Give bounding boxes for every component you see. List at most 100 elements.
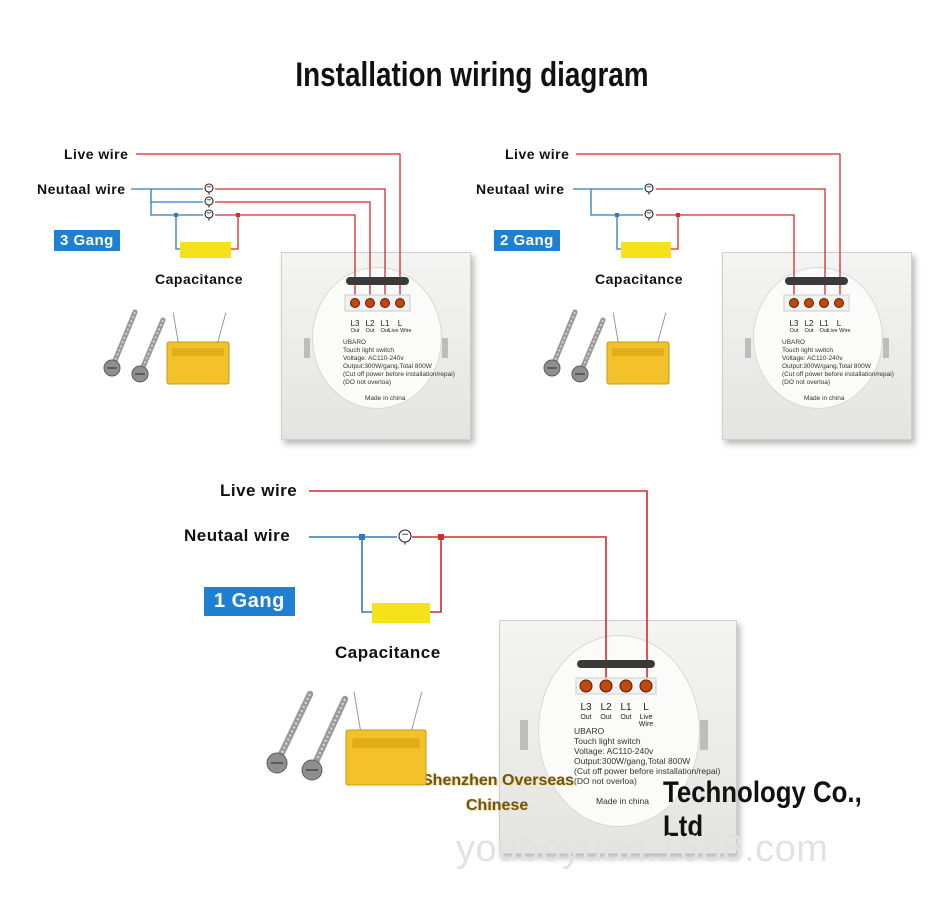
junction-neutral-3gang [174, 213, 178, 217]
switch-3gang-footer: Made in china [365, 395, 406, 403]
gang-badge-3: 3 Gang [54, 230, 120, 251]
screw-a-2gang-thread [551, 311, 576, 369]
switch-3gang-terminal-sub-2: Out [380, 328, 390, 334]
switch-2gang-spec-line-4: (DO not overloa) [782, 379, 831, 387]
switch-3gang-terminal-1 [365, 298, 375, 308]
capacitor-1gang [372, 603, 430, 623]
switch-3gang-spec-line-1: Voltage: AC110-240v [343, 355, 404, 363]
switch-1gang-terminal-3 [639, 679, 653, 693]
x2-capacitor-3gang-lead2 [217, 312, 227, 343]
bulb-2-2gang [644, 209, 654, 219]
switch-3gang-terminal-label-3: L [397, 319, 403, 328]
live-wire-label-3gang: Live wire [64, 146, 129, 162]
switch-2gang-terminal-2 [819, 298, 829, 308]
screw-b-3gang-thread [139, 319, 164, 375]
switch-3gang-terminal-sub-3: Live Wire [388, 328, 412, 334]
switch-1gang-terminal-sub-0: Out [580, 714, 592, 721]
switch-2gang-terminal-label-3: L [836, 319, 842, 328]
switch-1gang-terminal-sub-3: Live Wire [638, 714, 654, 728]
switch-3gang-spec-line-3: (Cut off power before installation/repai… [343, 371, 455, 379]
live-wire-label-2gang: Live wire [505, 146, 570, 162]
switch-3gang-spec-line-4: (DO not overloa) [343, 379, 392, 387]
switch-3gang-block [344, 294, 411, 312]
capacitance-label-1gang: Capacitance [335, 643, 441, 662]
junction-live-3gang [236, 213, 240, 217]
cap-neutral-2gang [616, 215, 621, 250]
switch-2gang-terminal-sub-0: Out [789, 328, 799, 334]
x2-capacitor-1gang-print [352, 738, 420, 749]
switch-2gang-spec-line-3: (Cut off power before installation/repai… [782, 371, 894, 379]
capacitance-label-2gang: Capacitance [595, 271, 683, 287]
diagram-title: Installation wiring diagram [295, 56, 649, 94]
switch-1gang-footer: Made in china [596, 796, 649, 806]
switch-2gang-terminal-sub-2: Out [819, 328, 829, 334]
out-l2-1gang [412, 536, 607, 684]
side-clip-0 [304, 338, 310, 358]
switch-3gang-terminal-sub-1: Out [365, 328, 375, 334]
screw-a-3gang-thread [111, 311, 136, 369]
bulb-1gang [398, 529, 412, 543]
switch-3gang-spec-line-2: Output:300W/gang,Total 800W [343, 363, 432, 371]
switch-2gang-terminal-1 [804, 298, 814, 308]
switch-1gang-block [575, 677, 657, 695]
switch-3gang-terminal-label-2: L1 [380, 319, 390, 328]
cap-live-3gang [231, 215, 239, 250]
switch-3gang-brand: UBARO [343, 339, 367, 347]
side-clip-2 [745, 338, 751, 358]
watermark: youboyuan.1688.com [456, 828, 829, 870]
switch-1gang-spec-line-3: (Cut off power before installation/repai… [574, 766, 721, 776]
switch-1gang-terminal-sub-2: Out [620, 714, 632, 721]
switch-2gang-terminal-3 [834, 298, 844, 308]
switch-2gang-spec-line-1: Voltage: AC110-240v [782, 355, 843, 363]
switch-3gang-slot [346, 277, 409, 285]
neutral-wire-label-2gang: Neutaal wire [476, 181, 565, 197]
company-chinese-line1: Shenzhen Overseas [422, 772, 575, 789]
company-chinese-line2: Chinese [466, 797, 529, 814]
live-wire-2gang [576, 153, 841, 296]
switch-2gang-terminal-label-1: L2 [804, 319, 814, 328]
x2-capacitor-1gang-lead2 [411, 691, 423, 731]
switch-1gang-spec-line-1: Voltage: AC110-240v [574, 746, 654, 756]
out-l1-2gang [656, 188, 826, 296]
switch-2gang-terminal-sub-1: Out [804, 328, 814, 334]
switch-2gang-spec-line-2: Output:300W/gang,Total 800W [782, 363, 871, 371]
cap-neutral-1gang [361, 537, 372, 613]
switch-3gang-terminal-label-0: L3 [350, 319, 360, 328]
switch-1gang-slot [577, 660, 655, 668]
out-l2-2gang [656, 214, 795, 296]
side-clip-1gang-1 [700, 720, 708, 750]
out-l2-3gang [215, 201, 371, 296]
switch-3gang-spec-line-0: Touch light switch [343, 347, 394, 355]
capacitor-3gang [180, 242, 231, 258]
switch-1gang-spec-line-0: Touch light switch [574, 736, 641, 746]
switch-2gang-slot [785, 277, 848, 285]
switch-1gang-terminal-label-1: L2 [600, 702, 612, 713]
cap-live-2gang [671, 215, 679, 250]
switch-2gang-terminal-sub-3: Live Wire [827, 328, 851, 334]
switch-1gang-terminal-1 [599, 679, 613, 693]
switch-2gang-terminal-0 [789, 298, 799, 308]
capacitance-label-3gang: Capacitance [155, 271, 243, 287]
capacitor-2gang [621, 242, 671, 258]
switch-3gang-terminal-2 [380, 298, 390, 308]
neutral-wire-label-3gang: Neutaal wire [37, 181, 126, 197]
switch-2gang-footer: Made in china [804, 395, 845, 403]
switch-1gang-brand: UBARO [574, 726, 605, 736]
neutral-branch2-2gang [590, 189, 643, 216]
bulb-2-3gang [204, 196, 214, 206]
neutral-wire-label-1gang: Neutaal wire [184, 526, 291, 545]
neutral-branch2-3gang [150, 189, 203, 203]
bulb-1-2gang [644, 183, 654, 193]
switch-1gang-terminal-sub-1: Out [600, 714, 612, 721]
switch-2gang-terminal-label-0: L3 [789, 319, 799, 328]
switch-2gang-block [783, 294, 850, 312]
switch-1gang-spec-line-4: (DO not overloa) [574, 776, 637, 786]
switch-3gang-terminal-sub-0: Out [350, 328, 360, 334]
x2-capacitor-2gang-lead1 [612, 312, 619, 343]
company-name: Technology Co., Ltd [663, 776, 862, 843]
x2-capacitor-3gang-print [171, 348, 225, 356]
out-l1-3gang [215, 188, 386, 296]
out-l3-3gang [215, 214, 356, 296]
switch-1gang-terminal-label-3: L [643, 702, 649, 713]
